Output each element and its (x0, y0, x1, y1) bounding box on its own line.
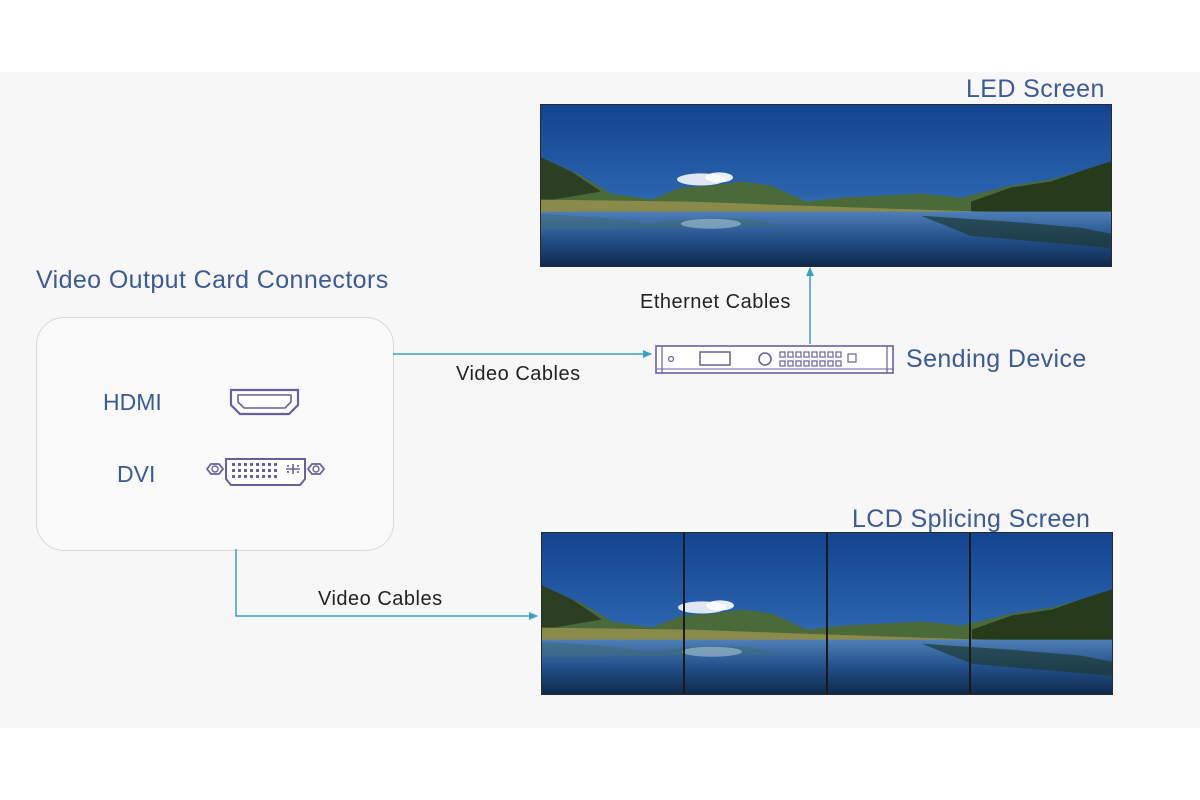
ethernet-cables-label: Ethernet Cables (640, 291, 791, 313)
led-screen-title: LED Screen (966, 75, 1105, 103)
dvi-label: DVI (117, 461, 156, 487)
video-cables-label-top: Video Cables (456, 363, 581, 385)
video-output-card-box (36, 317, 394, 551)
led-landscape-image (541, 105, 1111, 266)
lcd-bezel-2 (826, 533, 828, 694)
hdmi-label: HDMI (103, 389, 162, 415)
video-cables-label-bottom: Video Cables (318, 588, 443, 610)
lcd-splicing-screen (541, 532, 1113, 695)
led-screen (540, 104, 1112, 267)
source-panel-title: Video Output Card Connectors (36, 266, 389, 294)
sending-device-label: Sending Device (906, 345, 1087, 373)
lcd-bezel-3 (969, 533, 971, 694)
lcd-bezel-1 (683, 533, 685, 694)
lcd-screen-title: LCD Splicing Screen (852, 505, 1091, 533)
